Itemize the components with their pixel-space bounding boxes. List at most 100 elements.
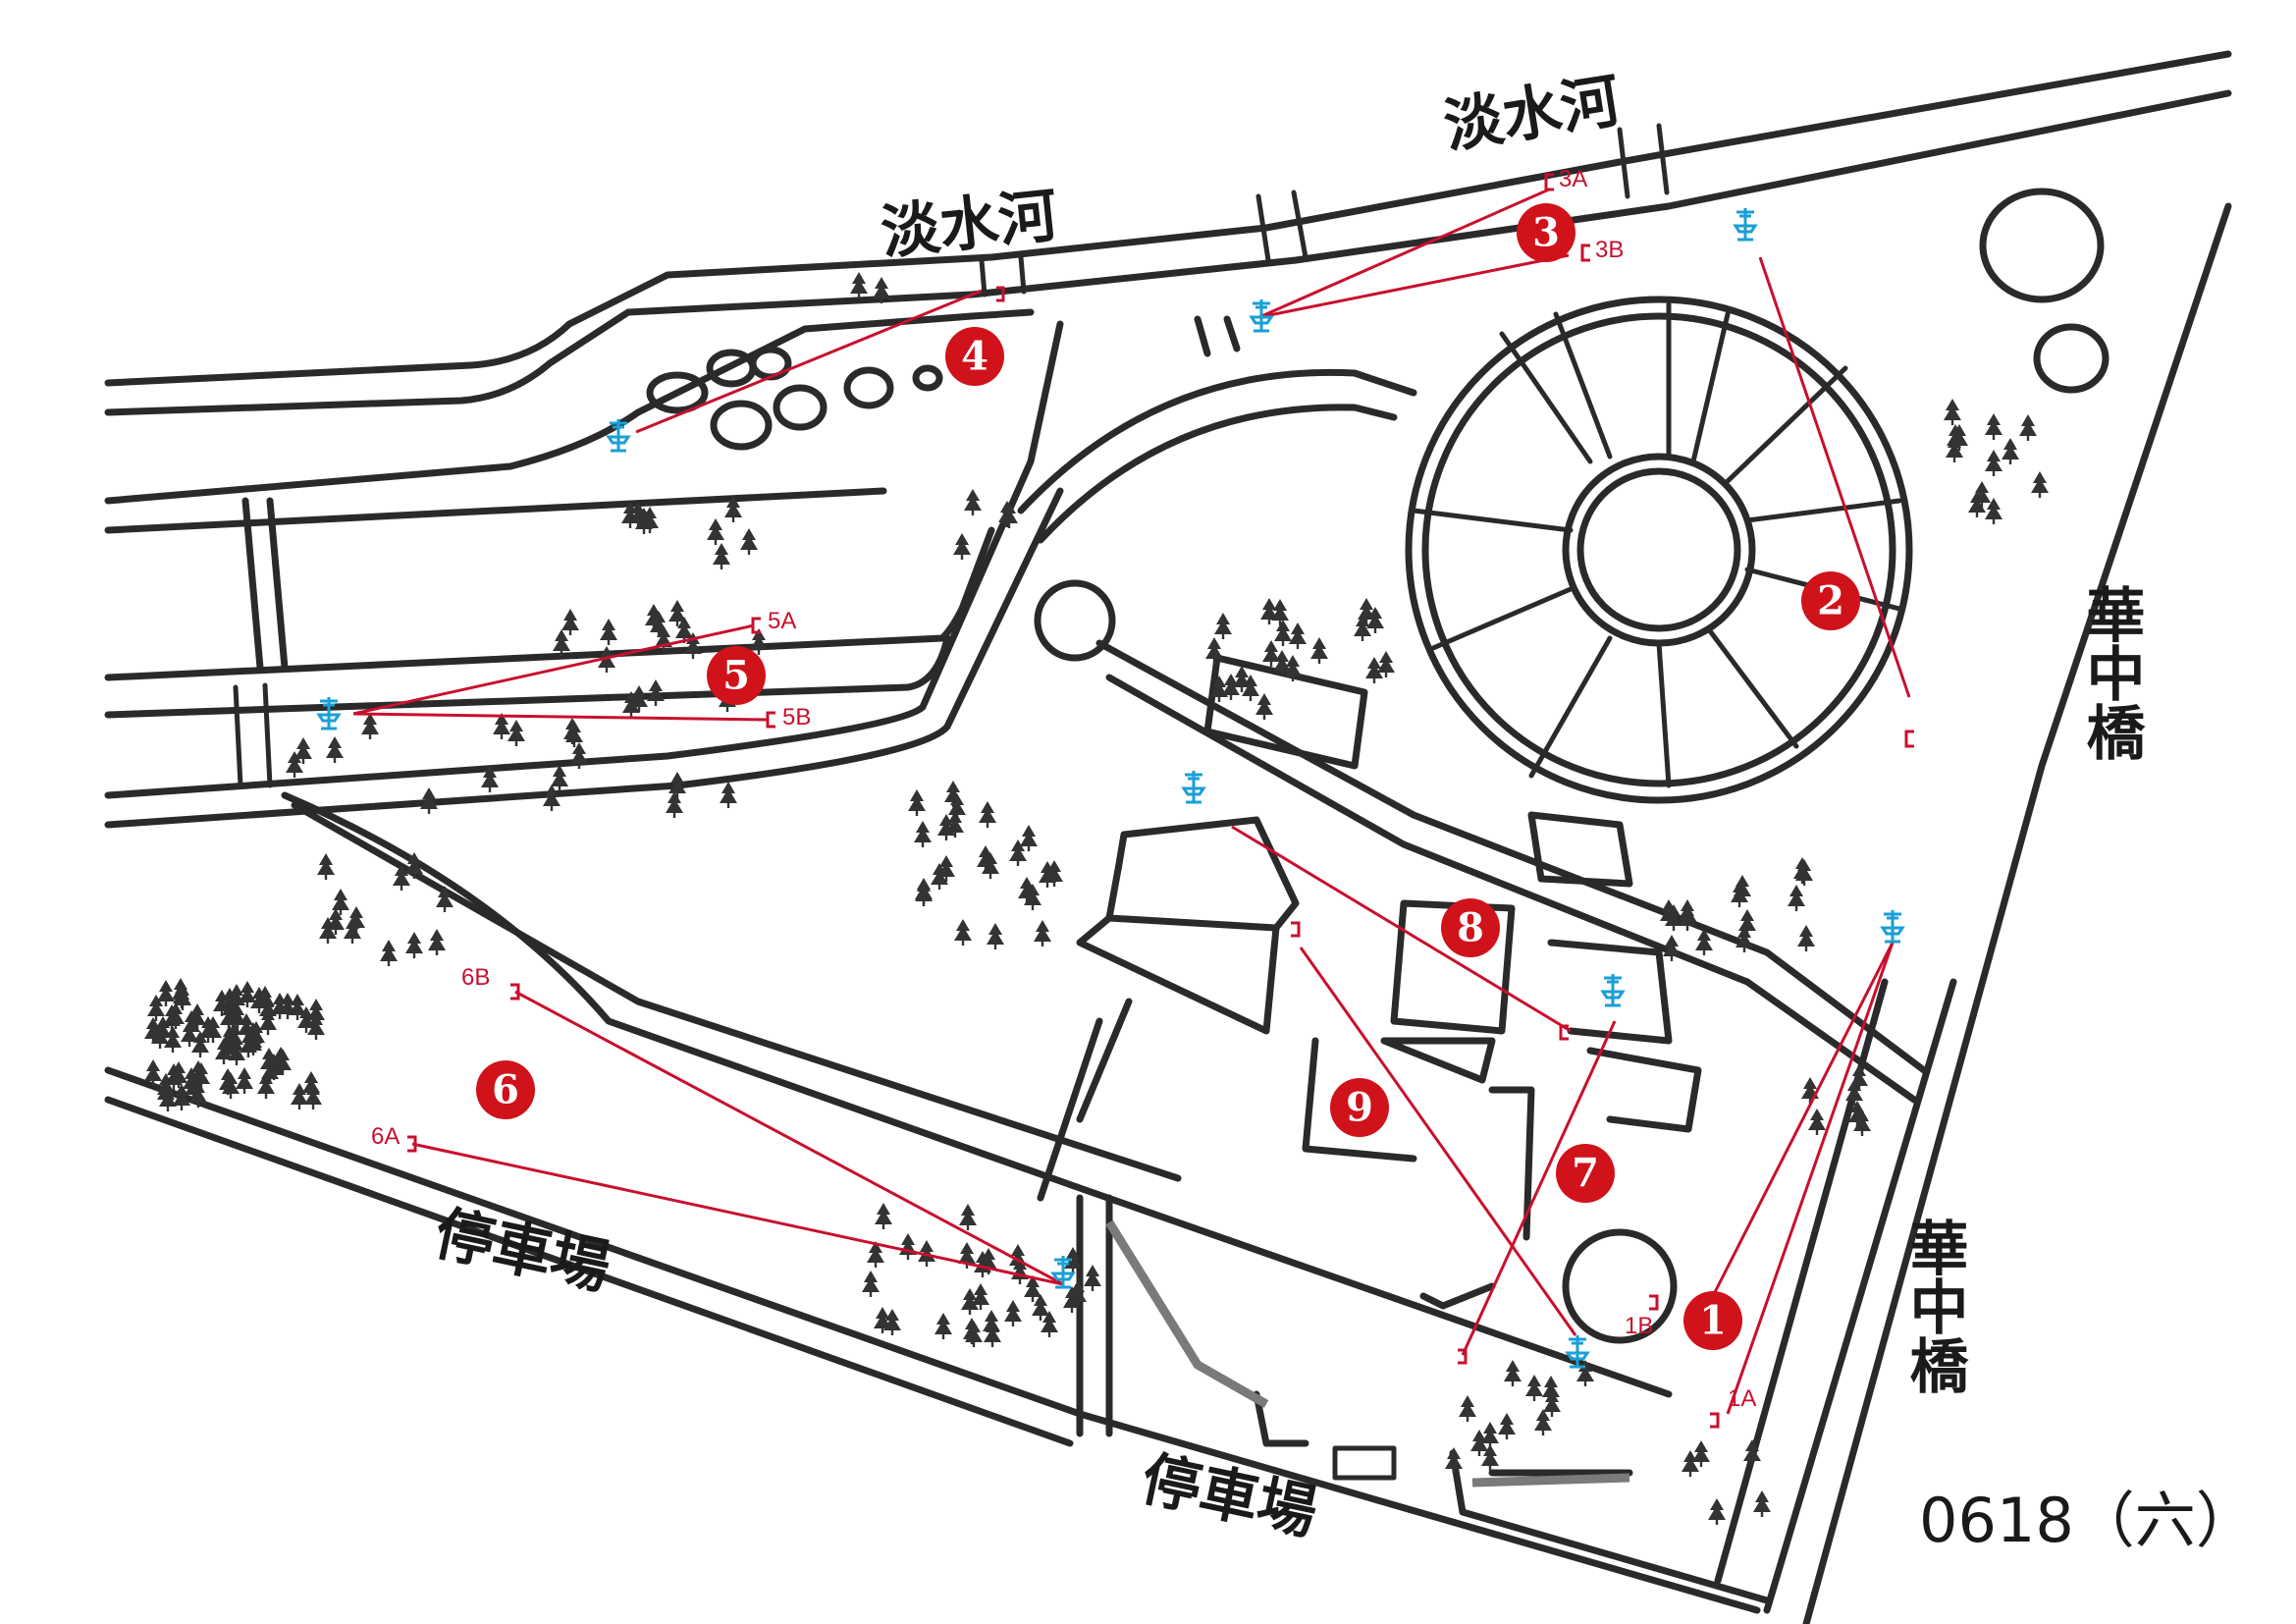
tree-icon [236,1067,253,1094]
tree-icon [666,791,683,818]
bridge-label-lower-text: 華中橋 [1899,1218,1968,1394]
hole-marker-2: 2 [1801,571,1860,630]
hole-marker-3: 3 [1517,203,1575,262]
basket-icon-hole-1 [1881,908,1904,944]
tree-icon [1808,1109,1826,1135]
basket-icon-hole-8 [1182,769,1205,804]
tree-icon [1944,399,1961,425]
hole-number-2: 2 [1817,578,1844,624]
hole-marker-7: 7 [1556,1144,1615,1203]
tree-icon [1459,1395,1476,1422]
tree-icon [1289,623,1307,649]
hole-number-1: 1 [1699,1298,1727,1344]
tree-icon [1525,1375,1543,1401]
hole-number-8: 8 [1457,905,1484,951]
tree-icon [979,801,996,828]
event-date: 0618（六） [1919,1485,2257,1556]
tree-icon [984,1321,1001,1347]
tree-icon [908,789,926,816]
river-label-right: 淡水河 [1439,67,1625,162]
basket-icon-hole-7 [1601,972,1625,1007]
tree-icon [1310,637,1328,664]
tree-icon [987,923,1004,949]
hole-number-7: 7 [1572,1151,1599,1197]
tree-icon [1084,1265,1101,1291]
tee-label-5a: 5A [768,608,796,634]
hole-number-6: 6 [492,1067,519,1113]
basket-icon-hole-5 [317,695,341,731]
tree-icon [1682,1450,1699,1477]
tee-label-1b: 1B [1625,1313,1653,1339]
tree-icon [713,543,730,569]
tree-icon [914,821,932,847]
tree-icon [1271,599,1289,625]
tree-icon [1504,1360,1522,1386]
tree-icon [553,629,570,656]
tree-icon [740,528,758,555]
tree-icon [899,1233,917,1260]
tree-icon [707,518,724,545]
tree-icon [600,619,617,645]
tree-icon [1020,825,1038,851]
tree-icon [361,713,379,739]
tree-icon [862,1271,880,1297]
hole-marker-4: 4 [945,327,1004,386]
hole-number-9: 9 [1346,1085,1373,1131]
hole-marker-5: 5 [707,646,766,705]
tree-icon [1445,1447,1463,1474]
tree-icon [1692,1440,1710,1467]
disc-golf-basket-icons [317,206,1904,1369]
basket-icon-hole-4 [607,417,630,453]
tee-label-1a: 1A [1728,1385,1756,1412]
tree-icon [2031,471,2049,498]
tree-icon [1262,640,1280,667]
tree-icon [1985,413,2002,440]
tee-label-5b: 5B [782,704,811,731]
tree-icon [1753,1490,1771,1517]
tree-icon [954,919,972,946]
hole-marker-1: 1 [1683,1291,1742,1350]
tee-label-6a: 6A [371,1123,400,1150]
bridge-label-lower: 華中橋 [1899,1218,1968,1394]
tree-icon [1034,920,1051,947]
tree-icon [380,940,398,966]
tee-brackets [407,173,1914,1429]
hole-number-3: 3 [1532,210,1560,256]
bridge-label-upper-text: 華中橋 [2076,584,2145,761]
hole-number-5: 5 [722,653,750,699]
tee-label-6b: 6B [461,964,490,991]
fairway-lines [352,188,1911,1415]
tree-icon [405,932,423,958]
tree-icon [1274,620,1292,646]
hole-number-4: 4 [961,334,988,380]
tree-icon [1498,1413,1516,1439]
basket-icon-hole-2 [1734,206,1757,242]
tree-icon [1004,1300,1022,1326]
tee-label-3b: 3B [1595,237,1624,263]
tree-icon [561,609,579,635]
tree-icon [953,533,971,560]
hole-marker-6: 6 [476,1060,535,1119]
tree-icon [2019,414,2037,441]
tree-icon [2002,438,2019,464]
tree-icon [1214,613,1232,639]
tree-icon [317,853,335,880]
tree-icon [1708,1498,1726,1525]
tree-icon [1985,450,2002,476]
tree-icons [144,272,2049,1525]
tee-label-3a: 3A [1559,166,1587,192]
tree-icon [850,272,868,298]
tree-icon [959,1204,977,1230]
tree-icon [964,489,982,515]
hole-marker-9: 9 [1330,1078,1389,1137]
tree-icon [875,1203,892,1229]
tree-icon [1534,1409,1552,1435]
tree-icon [428,929,446,955]
tree-icon [1797,925,1815,951]
tree-icon [1255,693,1273,720]
hole-marker-8: 8 [1441,898,1500,957]
tree-icon [507,720,525,746]
tree-icon [720,782,737,808]
tree-icon [291,1083,308,1110]
